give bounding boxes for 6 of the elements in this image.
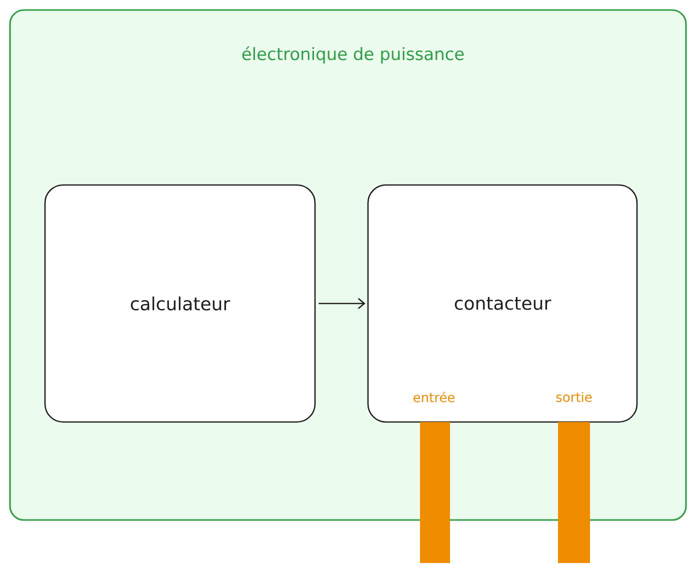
port-label: sortie bbox=[556, 392, 592, 402]
arrow bbox=[318, 298, 366, 309]
terminal-bar bbox=[558, 422, 590, 563]
port-label: entrée bbox=[414, 392, 455, 402]
process-box: calculateur bbox=[44, 184, 316, 423]
terminal-bar bbox=[420, 422, 450, 563]
